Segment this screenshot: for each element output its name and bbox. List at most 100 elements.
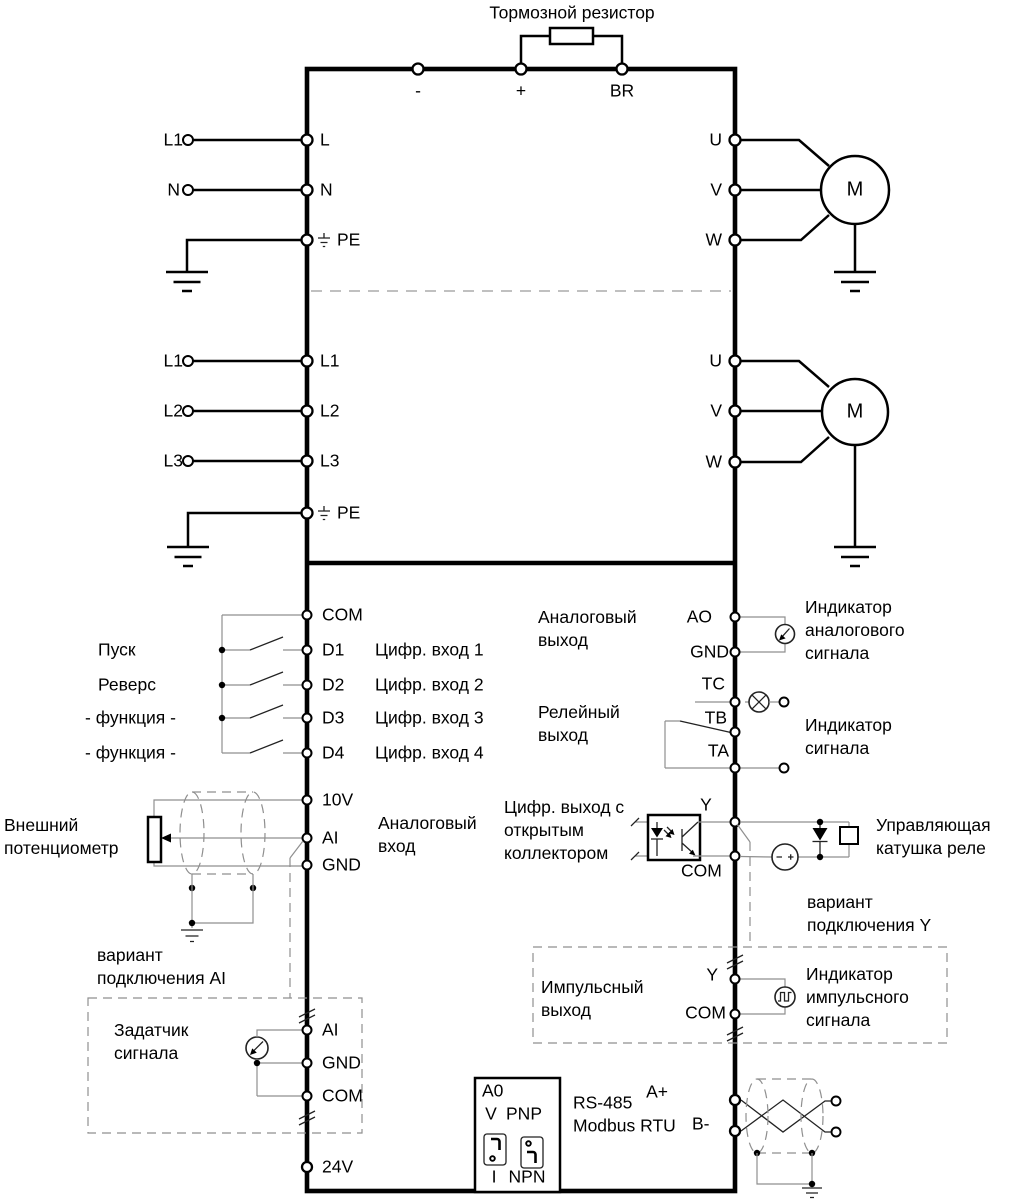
main-enclosure <box>304 66 738 1194</box>
digital-input-desc-3: Цифр. вход 3 <box>375 707 484 728</box>
terminal-label-v: V <box>710 400 722 421</box>
line-break-icon <box>726 954 744 1042</box>
rs485-label: RS-485 <box>573 1092 633 1113</box>
earth-icon <box>318 506 330 521</box>
signal-setter-label: Задатчик сигнала <box>114 1020 189 1063</box>
analog-input-label: Аналоговый вход <box>378 813 477 856</box>
terminal-label-y: Y <box>706 964 718 985</box>
motor-1 <box>728 133 891 293</box>
switch-label-a0: A0 <box>482 1080 504 1101</box>
analog-output-label: Аналоговый выход <box>538 607 637 650</box>
terminal-label-tc: TC <box>701 673 725 694</box>
terminal-label-pe: PE <box>337 229 361 250</box>
wiper-arrow-icon <box>161 833 171 843</box>
terminal-label-d2: D2 <box>322 674 345 695</box>
digital-input-desc-2: Цифр. вход 2 <box>375 674 484 695</box>
terminal-label-pe: PE <box>337 502 361 523</box>
motor-label: M <box>846 400 864 423</box>
terminal-label-plus: + <box>515 80 527 101</box>
terminal-label-b-minus: B- <box>692 1113 710 1134</box>
motor-2 <box>728 354 890 568</box>
terminal-label-com: COM <box>685 1002 726 1023</box>
switch-label-npn: NPN <box>508 1166 546 1187</box>
switch-label-v: V <box>485 1103 497 1124</box>
pulse-output-circuit <box>532 946 948 1044</box>
terminal-label-l: L <box>320 129 330 150</box>
ai-variant-caption: вариант подключения AI <box>97 945 227 988</box>
switch-block <box>473 1076 562 1194</box>
terminal-label-d1: D1 <box>322 639 345 660</box>
pulse-icon <box>778 991 792 1002</box>
terminal-label-l3: L3 <box>320 450 340 471</box>
relay-coil-label: Управляющая катушка реле <box>876 815 991 858</box>
terminal-label-a-plus: A+ <box>646 1081 668 1102</box>
terminal-label-gnd: GND <box>322 854 361 875</box>
brake-resistor-label: Тормозной резистор <box>489 2 655 23</box>
terminal-label-24v: 24V <box>322 1156 354 1177</box>
terminal-label-ai: AI <box>322 827 339 848</box>
three-phase-input <box>167 354 330 568</box>
relay-coil-icon <box>839 826 859 845</box>
function-label-start: Пуск <box>98 639 136 660</box>
ai-variant-circuit <box>87 997 363 1134</box>
digital-input-desc-4: Цифр. вход 4 <box>375 742 484 763</box>
terminal-24v <box>300 1160 314 1174</box>
input-label-l1: L1 <box>163 350 183 371</box>
relay-output-label: Релейный выход <box>538 702 620 745</box>
pulse-output-label: Импульсный выход <box>541 977 644 1020</box>
dc-source-icon <box>771 843 799 871</box>
terminal-label-gnd: GND <box>690 641 729 662</box>
single-phase-input <box>166 133 330 293</box>
terminal-label-v: V <box>710 179 722 200</box>
terminal-label-n: N <box>320 179 333 200</box>
terminal-label-d3: D3 <box>322 707 345 728</box>
terminal-label-com: COM <box>681 860 722 881</box>
terminal-label-y: Y <box>700 794 712 815</box>
analog-output-circuit <box>729 611 796 658</box>
relay-indicator-label: Индикатор сигнала <box>805 715 892 758</box>
function-label-reverse: Реверс <box>98 674 156 695</box>
terminal-label-minus: - <box>415 80 421 101</box>
terminal-label-u: U <box>709 350 722 371</box>
led-icon <box>651 828 663 838</box>
terminal-label-gnd: GND <box>322 1052 361 1073</box>
modbus-label: Modbus RTU <box>573 1115 676 1136</box>
brake-resistor-circuit <box>411 26 629 76</box>
terminal-label-ao: AO <box>686 606 712 627</box>
potentiometer-label: Внешний потенциометр <box>4 815 119 858</box>
diode-icon <box>812 828 828 841</box>
switch-label-pnp: PNP <box>506 1103 542 1124</box>
terminal-label-w: W <box>705 451 722 472</box>
earth-icon <box>318 233 330 248</box>
analog-input-circuit <box>146 791 313 998</box>
terminal-label-u: U <box>709 129 722 150</box>
function-label-func4: - функция - <box>85 742 176 763</box>
terminal-label-l2: L2 <box>320 400 340 421</box>
terminal-label-ai: AI <box>322 1019 339 1040</box>
input-label-l3: L3 <box>163 450 183 471</box>
terminal-label-tb: TB <box>704 707 727 728</box>
open-collector-label: Цифр. выход с открытым коллектором <box>504 797 625 863</box>
relay-output-circuit <box>664 691 790 774</box>
terminal-label-br: BR <box>609 80 635 101</box>
input-label-n: N <box>167 179 180 200</box>
analog-indicator-label: Индикатор аналогового сигнала <box>805 597 905 663</box>
input-label-l1: L1 <box>163 129 183 150</box>
terminal-label-ta: TA <box>707 740 729 761</box>
motor-label: M <box>846 178 864 201</box>
y-output-circuit <box>630 813 859 947</box>
phototransistor-icon <box>681 821 699 854</box>
function-label-func3: - функция - <box>85 707 176 728</box>
terminal-label-w: W <box>705 229 722 250</box>
terminal-label-com: COM <box>322 604 363 625</box>
terminal-label-l1: L1 <box>320 350 340 371</box>
digital-inputs-circuit <box>218 609 313 759</box>
switch-label-i: I <box>491 1166 497 1187</box>
terminal-label-d4: D4 <box>322 742 345 763</box>
lamp-icon <box>751 694 767 710</box>
y-variant-caption: вариант подключения Y <box>807 892 932 935</box>
rs485-circuit <box>728 1078 842 1199</box>
digital-input-desc-1: Цифр. вход 1 <box>375 639 484 660</box>
